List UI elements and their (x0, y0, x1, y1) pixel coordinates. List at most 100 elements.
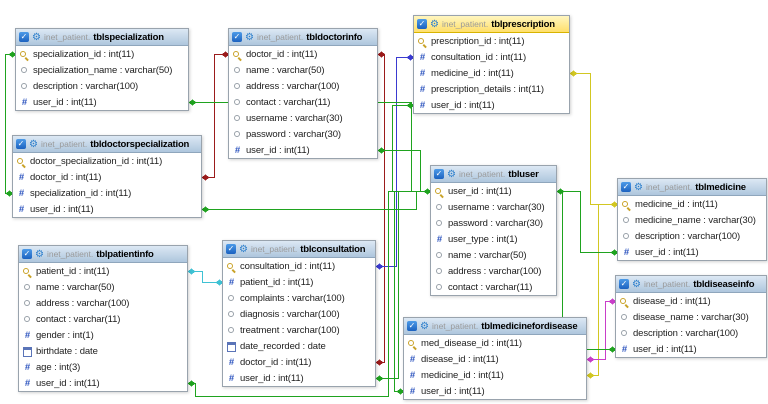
field-row[interactable]: username : varchar(30) (229, 110, 377, 126)
field-row[interactable]: specialization_id : int(11) (16, 46, 188, 62)
select-table-checkbox-icon[interactable]: ✓ (434, 169, 444, 179)
field-row[interactable]: password : varchar(30) (431, 215, 556, 231)
select-table-checkbox-icon[interactable]: ✓ (619, 279, 629, 289)
select-table-checkbox-icon[interactable]: ✓ (407, 321, 417, 331)
table-options-gear-icon[interactable]: ⚙ (430, 18, 439, 30)
table-options-gear-icon[interactable]: ⚙ (245, 31, 254, 43)
table-options-gear-icon[interactable]: ⚙ (632, 278, 641, 290)
field-row[interactable]: description : varchar(100) (616, 325, 766, 341)
field-row[interactable]: password : varchar(30) (229, 126, 377, 142)
table-header[interactable]: ✓⚙inet_patient.tbldiseaseinfo (616, 276, 766, 293)
field-row[interactable]: birthdate : date (19, 343, 187, 359)
select-table-checkbox-icon[interactable]: ✓ (232, 32, 242, 42)
field-row[interactable]: user_id : int(11) (431, 183, 556, 199)
field-row[interactable]: specialization_name : varchar(50) (16, 62, 188, 78)
field-label: disease_name : varchar(30) (633, 311, 749, 323)
field-row[interactable]: contact : varchar(11) (229, 94, 377, 110)
field-row[interactable]: #user_id : int(11) (229, 142, 377, 158)
table-header[interactable]: ✓⚙inet_patient.tblspecialization (16, 29, 188, 46)
field-row[interactable]: disease_id : int(11) (616, 293, 766, 309)
field-row[interactable]: doctor_specialization_id : int(11) (13, 153, 201, 169)
field-row[interactable]: #doctor_id : int(11) (223, 354, 375, 370)
field-row[interactable]: name : varchar(50) (229, 62, 377, 78)
field-row[interactable]: #age : int(3) (19, 359, 187, 375)
field-row[interactable]: #user_id : int(11) (223, 370, 375, 386)
select-table-checkbox-icon[interactable]: ✓ (417, 19, 427, 29)
field-row[interactable]: medicine_id : int(11) (618, 196, 766, 212)
field-row[interactable]: address : varchar(100) (431, 263, 556, 279)
select-table-checkbox-icon[interactable]: ✓ (19, 32, 29, 42)
select-table-checkbox-icon[interactable]: ✓ (621, 182, 631, 192)
field-row[interactable]: prescription_id : int(11) (414, 33, 569, 49)
field-row[interactable]: complaints : varchar(100) (223, 290, 375, 306)
field-row[interactable]: doctor_id : int(11) (229, 46, 377, 62)
field-row[interactable]: treatment : varchar(100) (223, 322, 375, 338)
field-row[interactable]: #user_id : int(11) (618, 244, 766, 260)
field-row[interactable]: #user_id : int(11) (414, 97, 569, 113)
field-row[interactable]: #user_id : int(11) (616, 341, 766, 357)
field-row[interactable]: #user_id : int(11) (16, 94, 188, 110)
select-table-checkbox-icon[interactable]: ✓ (22, 249, 32, 259)
field-row[interactable]: med_disease_id : int(11) (404, 335, 586, 351)
table-options-gear-icon[interactable]: ⚙ (239, 243, 248, 255)
schema-prefix: inet_patient. (431, 321, 479, 331)
table-header[interactable]: ✓⚙inet_patient.tbldoctorspecialization (13, 136, 201, 153)
table-options-gear-icon[interactable]: ⚙ (447, 168, 456, 180)
field-row[interactable]: name : varchar(50) (19, 279, 187, 295)
select-table-checkbox-icon[interactable]: ✓ (16, 139, 26, 149)
table-header[interactable]: ✓⚙inet_patient.tblpatientinfo (19, 246, 187, 263)
table-header[interactable]: ✓⚙inet_patient.tbldoctorinfo (229, 29, 377, 46)
field-row[interactable]: patient_id : int(11) (19, 263, 187, 279)
field-row[interactable]: description : varchar(100) (618, 228, 766, 244)
field-row[interactable]: #patient_id : int(11) (223, 274, 375, 290)
field-row[interactable]: date_recorded : date (223, 338, 375, 354)
field-row[interactable]: #user_id : int(11) (404, 383, 586, 399)
field-row[interactable]: #consultation_id : int(11) (414, 49, 569, 65)
select-table-checkbox-icon[interactable]: ✓ (226, 244, 236, 254)
field-row[interactable]: consultation_id : int(11) (223, 258, 375, 274)
field-row[interactable]: #user_type : int(1) (431, 231, 556, 247)
field-row[interactable]: contact : varchar(11) (431, 279, 556, 295)
field-row[interactable]: contact : varchar(11) (19, 311, 187, 327)
table-header[interactable]: ✓⚙inet_patient.tbluser (431, 166, 556, 183)
field-row[interactable]: diagnosis : varchar(100) (223, 306, 375, 322)
field-row[interactable]: username : varchar(30) (431, 199, 556, 215)
table-header[interactable]: ✓⚙inet_patient.tblprescription (414, 16, 569, 33)
field-label: password : varchar(30) (448, 217, 543, 229)
table-header[interactable]: ✓⚙inet_patient.tblconsultation (223, 241, 375, 258)
field-row[interactable]: #medicine_id : int(11) (404, 367, 586, 383)
field-row[interactable]: #disease_id : int(11) (404, 351, 586, 367)
table-options-gear-icon[interactable]: ⚙ (634, 181, 643, 193)
table-header[interactable]: ✓⚙inet_patient.tblmedicine (618, 179, 766, 196)
field-row[interactable]: #gender : int(1) (19, 327, 187, 343)
table-options-gear-icon[interactable]: ⚙ (29, 138, 38, 150)
field-row[interactable]: #prescription_details : int(11) (414, 81, 569, 97)
table-header[interactable]: ✓⚙inet_patient.tblmedicinefordisease (404, 318, 586, 335)
field-row[interactable]: #user_id : int(11) (19, 375, 187, 391)
field-row[interactable]: name : varchar(50) (431, 247, 556, 263)
table-options-gear-icon[interactable]: ⚙ (32, 31, 41, 43)
field-row[interactable]: #medicine_id : int(11) (414, 65, 569, 81)
field-row[interactable]: #specialization_id : int(11) (13, 185, 201, 201)
table-options-gear-icon[interactable]: ⚙ (35, 248, 44, 260)
varchar-field-icon (232, 81, 243, 92)
field-row[interactable]: #doctor_id : int(11) (13, 169, 201, 185)
field-row[interactable]: address : varchar(100) (19, 295, 187, 311)
field-label: treatment : varchar(100) (240, 324, 340, 336)
field-row[interactable]: disease_name : varchar(30) (616, 309, 766, 325)
table-options-gear-icon[interactable]: ⚙ (420, 320, 429, 332)
field-row[interactable]: address : varchar(100) (229, 78, 377, 94)
field-row[interactable]: description : varchar(100) (16, 78, 188, 94)
field-row[interactable]: medicine_name : varchar(30) (618, 212, 766, 228)
field-row[interactable]: #user_id : int(11) (13, 201, 201, 217)
